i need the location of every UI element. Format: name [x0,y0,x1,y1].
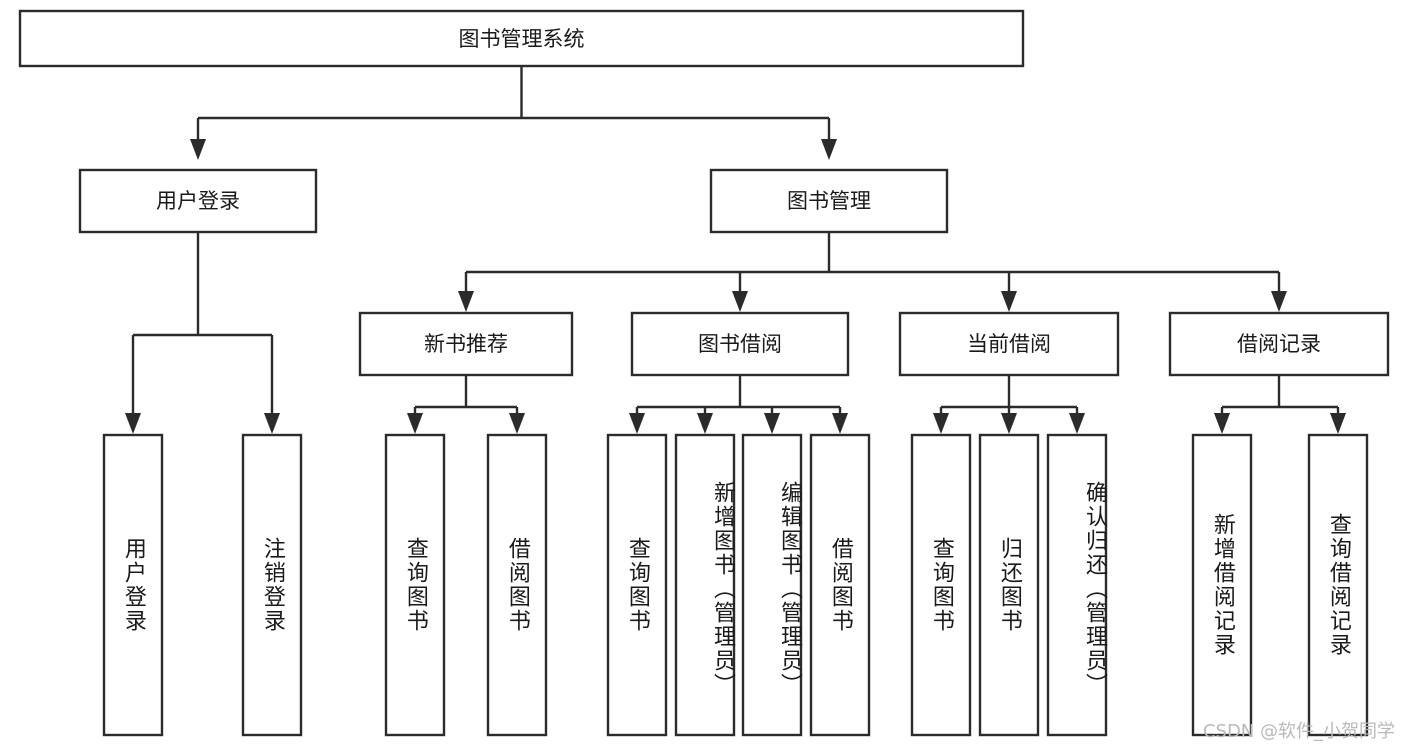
connector-record-to-leaves [1214,375,1346,434]
arrow-icon-borrow-leaf-2 [697,413,713,434]
connector-root-to-level1 [190,66,837,160]
arrow-icon-newbook-leaf-1 [407,413,423,434]
node-record-label: 借阅记录 [1237,332,1321,356]
leaf-box-confirm-return[interactable] [1046,433,1108,737]
node-root[interactable]: 图书管理系统 [18,9,1025,68]
node-newbook-box[interactable] [358,311,574,377]
arrow-icon-record-leaf-1 [1214,413,1230,434]
node-current-box[interactable] [898,311,1120,377]
connector-bookmgmt-to-level2 [458,232,1287,312]
arrow-icon-borrow-leaf-4 [832,413,848,434]
arrow-icon-current-leaf-2 [1001,413,1017,434]
leaf-box-query-book-1[interactable] [384,433,446,737]
node-newbook[interactable]: 新书推荐 [358,311,574,377]
leaf-box-query-book-3[interactable] [910,433,972,737]
leaf-box-add-record[interactable] [1191,433,1253,737]
leaf-boxes [102,433,1369,737]
node-bookmgmt-box[interactable] [709,168,949,234]
arrow-icon-record-leaf-2 [1330,413,1346,434]
arrow-icon-root-bookmgmt [821,139,837,160]
arrow-icon-bookmgmt-borrow [732,291,748,312]
arrow-icon-bookmgmt-current [1001,291,1017,312]
node-login-label: 用户登录 [156,189,240,213]
node-root-label: 图书管理系统 [459,27,585,51]
arrow-icon-bookmgmt-newbook [458,291,474,312]
leaf-box-return-book[interactable] [978,433,1040,737]
leaf-box-add-book[interactable] [674,433,736,737]
leaf-box-query-record[interactable] [1307,433,1369,737]
leaf-box-borrow-book-2[interactable] [809,433,871,737]
node-root-box[interactable] [18,9,1025,68]
connector-borrow-to-leaves [629,375,848,434]
leaf-box-user-logout[interactable] [241,433,303,737]
arrow-icon-root-login [190,139,206,160]
node-login[interactable]: 用户登录 [78,168,318,234]
arrow-icon-login-leaf-2 [264,413,280,434]
connector-current-to-leaves [933,375,1085,434]
arrow-icon-bookmgmt-record [1271,291,1287,312]
leaf-box-query-book-2[interactable] [606,433,668,737]
leaf-box-borrow-book-1[interactable] [486,433,548,737]
node-record[interactable]: 借阅记录 [1168,311,1390,377]
node-newbook-label: 新书推荐 [424,332,508,356]
node-record-box[interactable] [1168,311,1390,377]
node-bookmgmt-label: 图书管理 [787,189,871,213]
node-login-box[interactable] [78,168,318,234]
connector-newbook-to-leaves [407,375,525,434]
leaf-box-user-login[interactable] [102,433,164,737]
node-current[interactable]: 当前借阅 [898,311,1120,377]
connector-login-to-leaves [125,232,280,434]
arrow-icon-newbook-leaf-2 [509,413,525,434]
arrow-icon-current-leaf-1 [933,413,949,434]
node-borrow-label: 图书借阅 [698,332,782,356]
node-borrow[interactable]: 图书借阅 [630,311,850,377]
node-borrow-box[interactable] [630,311,850,377]
arrow-icon-login-leaf-1 [125,413,141,434]
arrow-icon-borrow-leaf-1 [629,413,645,434]
arrow-icon-borrow-leaf-3 [764,413,780,434]
node-current-label: 当前借阅 [967,332,1051,356]
leaf-box-edit-book[interactable] [741,433,803,737]
arrow-icon-current-leaf-3 [1069,413,1085,434]
node-bookmgmt[interactable]: 图书管理 [709,168,949,234]
